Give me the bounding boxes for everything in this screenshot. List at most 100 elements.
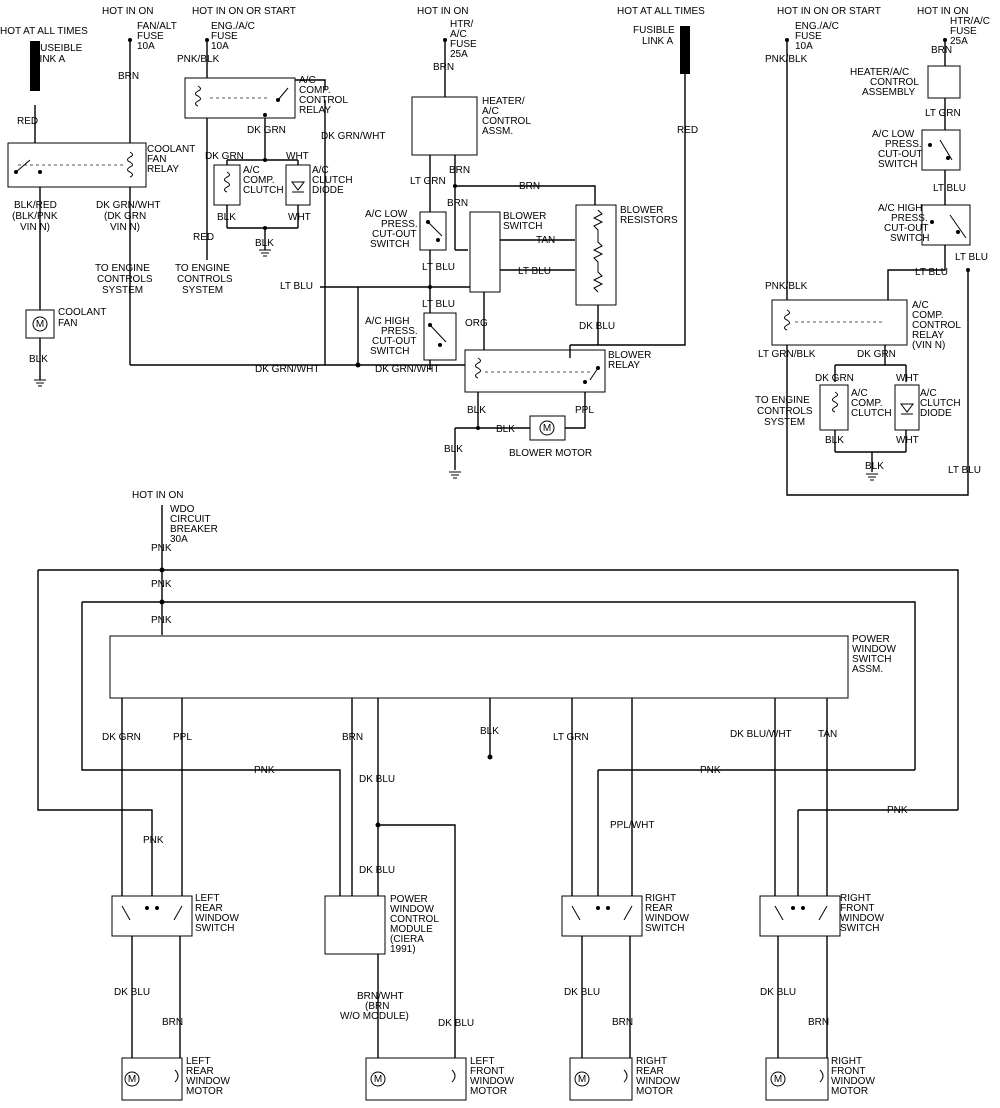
label-blk-4: BLK	[467, 405, 486, 416]
label-lt-blu-3: LT BLU	[518, 266, 551, 277]
blower-motor	[529, 415, 566, 441]
label-dk-grn-2: DK GRN	[205, 151, 244, 162]
label-dk-blu-7: DK BLU	[760, 987, 796, 998]
label-red-2: RED	[193, 232, 214, 243]
svg-text:M: M	[36, 319, 44, 330]
fusible-link-a-mid	[680, 26, 690, 74]
label-lt-grn-3: LT GRN	[553, 732, 589, 743]
label-pnk-6: PNK	[887, 805, 908, 816]
label-pnk-blk-2: PNK/BLK	[765, 54, 808, 65]
label-hot-all-times-2: HOT AT ALL TIMES	[617, 6, 705, 17]
ac-high-press-switch-1	[423, 312, 457, 361]
label-dk-grn-3: DK GRN	[857, 349, 896, 360]
label-pnk-1: PNK	[151, 543, 172, 554]
label-wht-1: WHT	[286, 151, 309, 162]
label-brn-2: BRN	[433, 62, 454, 73]
label-pnk-7: PNK	[143, 835, 164, 846]
label-hot-in-on-or-start-2: HOT IN ON OR START	[777, 6, 881, 17]
left-rear-window-motor	[121, 1057, 183, 1101]
label-blk-8: BLK	[865, 461, 884, 472]
label-pnk-3: PNK	[151, 615, 172, 626]
label-pnk-5: PNK	[700, 765, 721, 776]
label-tan-1: TAN	[536, 235, 555, 246]
label-lt-grn-1: LT GRN	[410, 176, 446, 187]
svg-text:M: M	[774, 1074, 782, 1085]
svg-text:M: M	[543, 423, 551, 434]
ac-comp-clutch	[213, 164, 241, 206]
label-brn-1: BRN	[118, 71, 139, 82]
label-hot-all-times-1: HOT AT ALL TIMES	[0, 26, 88, 37]
label-hot-in-on-4: HOT IN ON	[132, 490, 183, 501]
heater-ac-control-assembly	[927, 65, 961, 99]
label-dk-grn-5: DK GRN	[102, 732, 141, 743]
label-blk-7: BLK	[825, 435, 844, 446]
label-dk-grn-wht-2: DK GRN/WHT	[255, 364, 319, 375]
label-lt-blu-8: LT BLU	[948, 465, 981, 476]
relay-coil-icon	[127, 151, 133, 178]
label-lt-blu-4: LT BLU	[422, 299, 455, 310]
label-lt-blu-5: LT BLU	[933, 183, 966, 194]
label-dk-blu-6: DK BLU	[564, 987, 600, 998]
left-front-window-motor	[365, 1057, 467, 1101]
label-dk-grn-wht-1: DK GRN/WHT	[321, 131, 385, 142]
label-ppl-1: PPL	[575, 405, 594, 416]
power-window-control-module	[324, 895, 386, 955]
ground-icon	[449, 471, 461, 479]
label-blk-5: BLK	[496, 424, 515, 435]
label-blower-motor: BLOWER MOTOR	[509, 448, 592, 459]
label-brn-10: BRN	[808, 1017, 829, 1028]
label-org-1: ORG	[465, 318, 488, 329]
label-lt-blu-6: LT BLU	[955, 252, 988, 263]
ac-vin-n-circuit	[771, 38, 971, 496]
blower-relay	[464, 349, 606, 393]
label-blk-2: BLK	[217, 212, 236, 223]
label-dk-blu-3: DK BLU	[359, 865, 395, 876]
label-brn-7: BRN	[342, 732, 363, 743]
power-window-switch-assm	[109, 635, 849, 699]
label-dk-grn-4: DK GRN	[815, 373, 854, 384]
label-lt-grn-2: LT GRN	[925, 108, 961, 119]
fusible-link-a-left	[30, 41, 40, 91]
label-lt-grn-blk: LT GRN/BLK	[758, 349, 816, 360]
ac-low-press-switch-2	[921, 129, 961, 171]
label-wht-2: WHT	[288, 212, 311, 223]
label-dk-blu-5: DK BLU	[438, 1018, 474, 1029]
label-tan-2: TAN	[818, 729, 837, 740]
label-ppl-wht: PPL/WHT	[610, 820, 654, 831]
label-wht-3: WHT	[896, 373, 919, 384]
ac-clutch-diode	[285, 164, 311, 206]
svg-text:M: M	[128, 1074, 136, 1085]
ground-icon	[34, 379, 46, 387]
label-dk-blu-wht: DK BLU/WHT	[730, 729, 792, 740]
right-front-window-motor	[765, 1057, 829, 1101]
label-blk-9: BLK	[480, 726, 499, 737]
